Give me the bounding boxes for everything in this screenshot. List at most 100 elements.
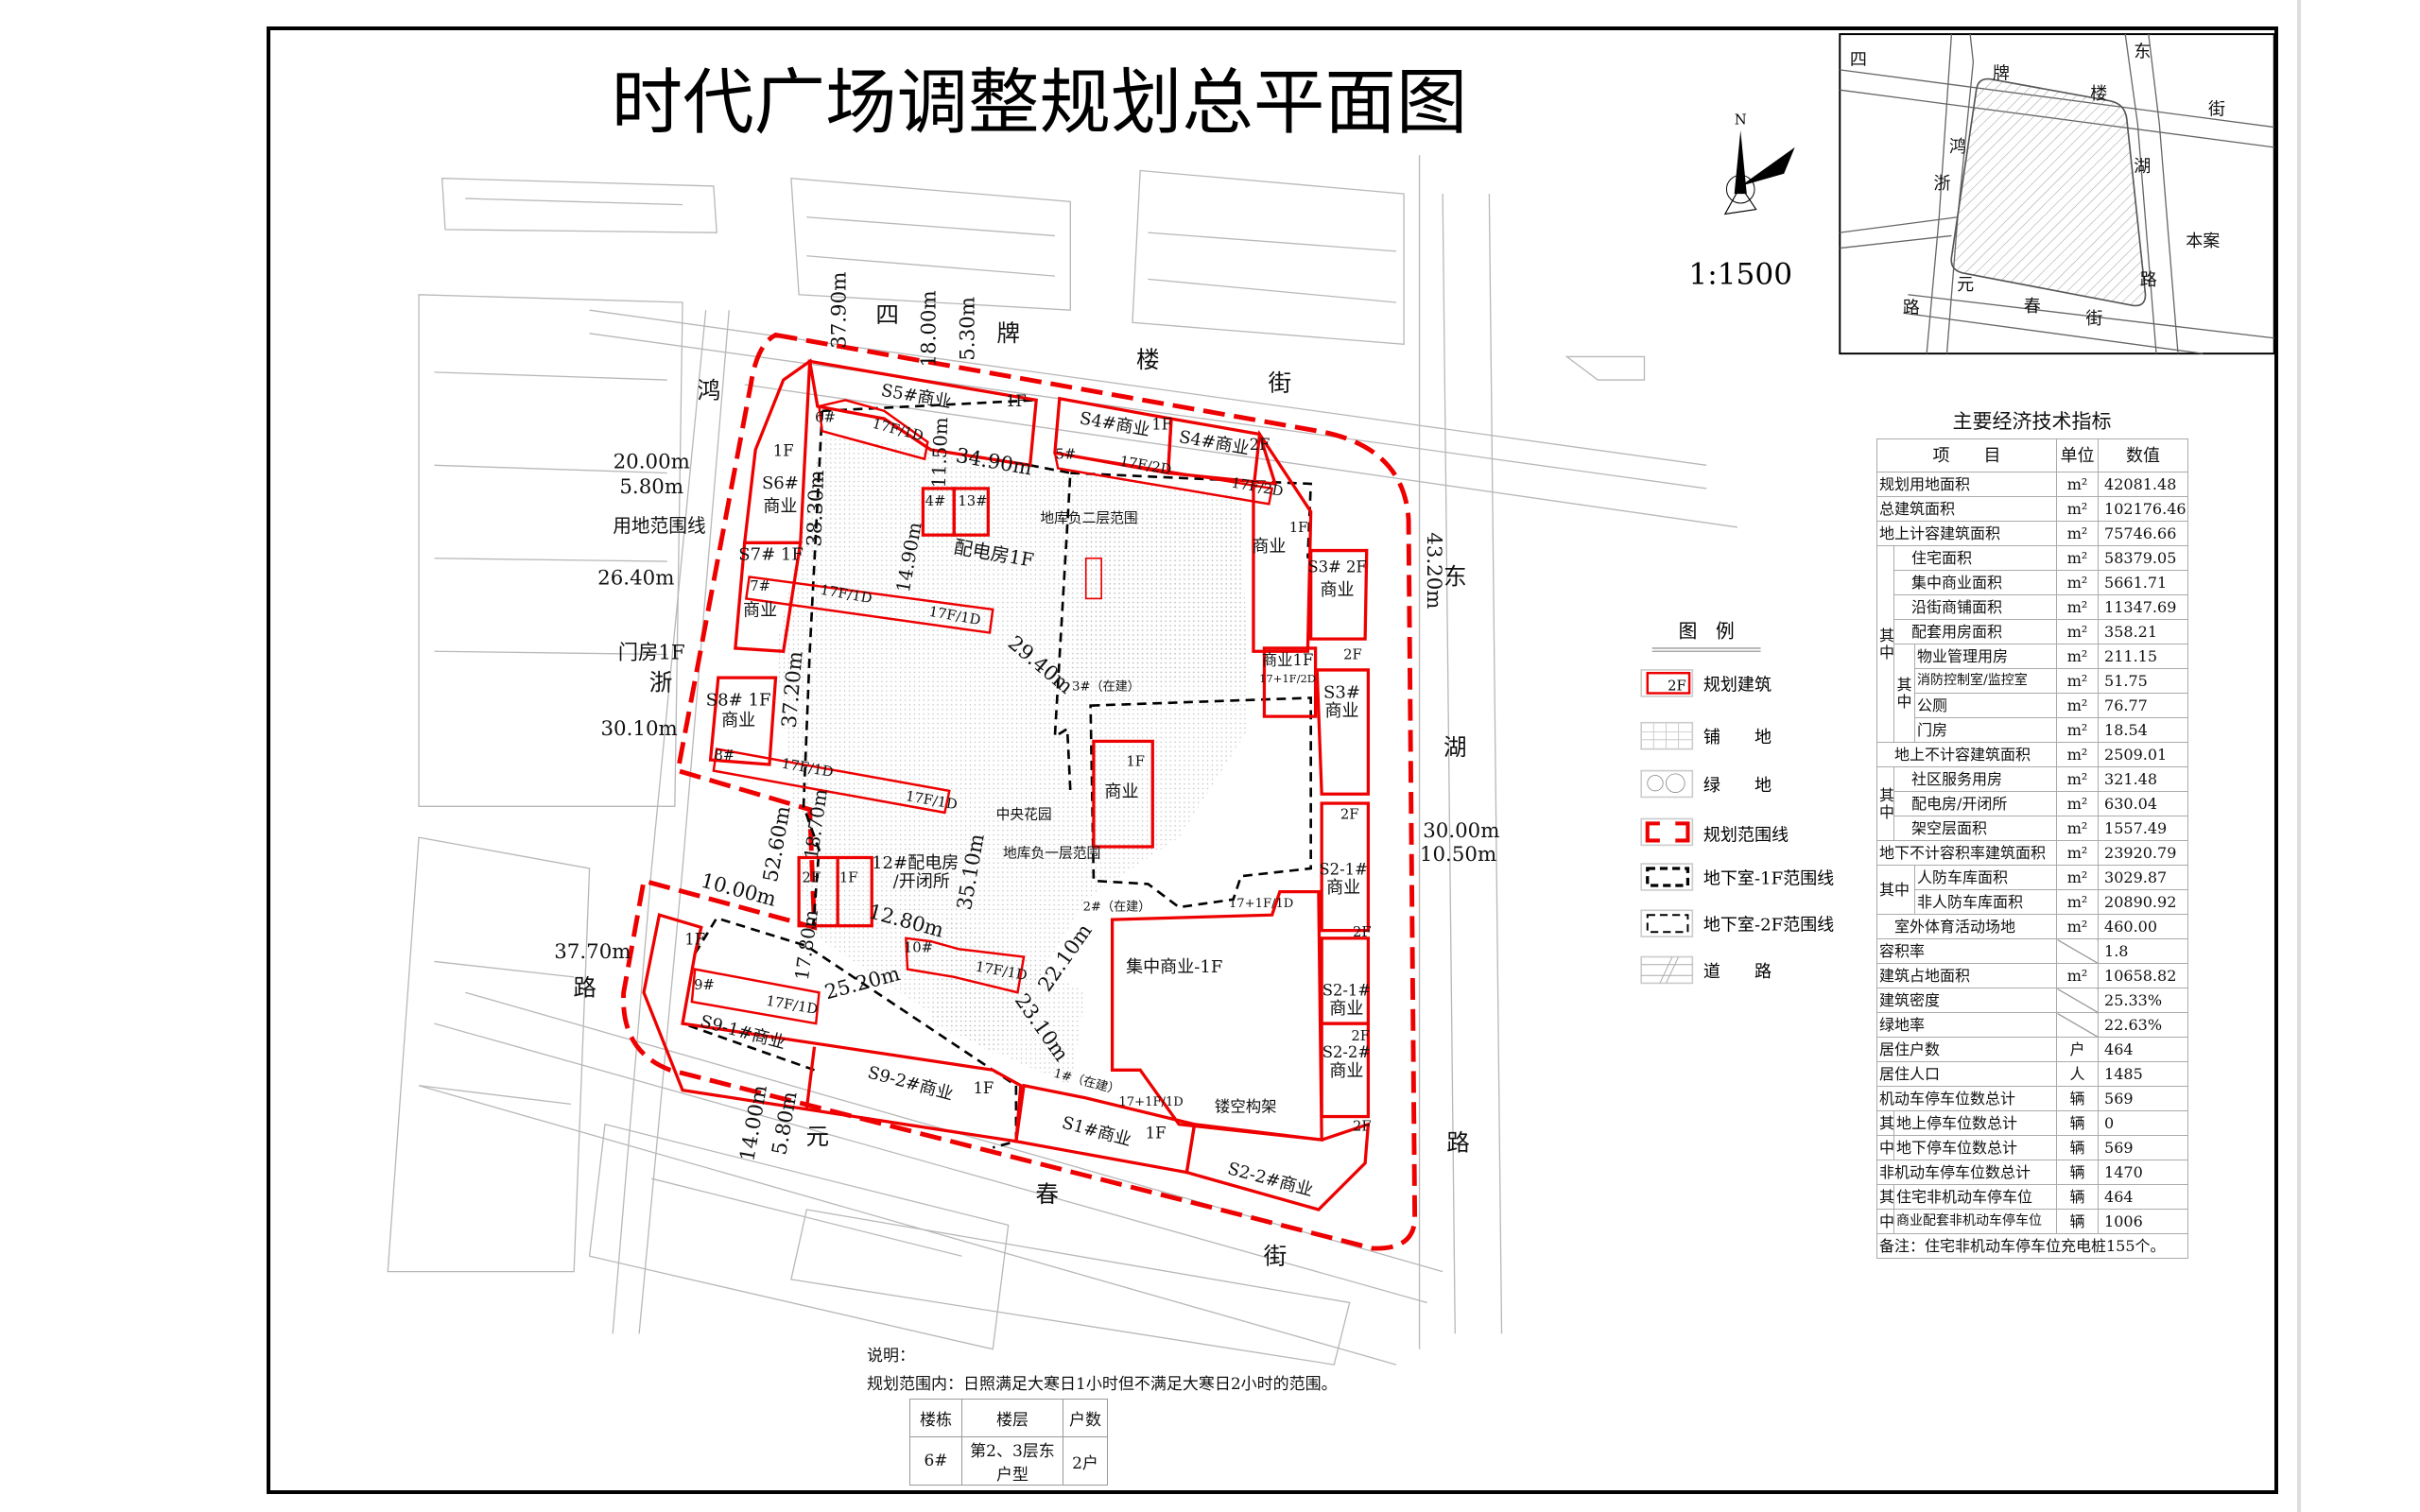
building-label: 12#配电房: [872, 853, 959, 873]
inset-road-label: 浙: [1934, 174, 1951, 194]
building-label: 17F/2D: [1118, 454, 1172, 478]
inset-road-label: 四: [1850, 50, 1867, 70]
plan-annotation: 用地范围线: [613, 515, 705, 537]
row-unit: 辆: [2056, 1184, 2100, 1210]
paving-areas: [775, 434, 1250, 1086]
row-value: 11347.69: [2098, 594, 2189, 620]
building-label: 商业: [721, 711, 755, 730]
row-item: 地下不计容积率建筑面积: [1876, 840, 2058, 866]
building-label: 镂空构架: [1215, 1098, 1277, 1116]
building-label: S3#: [1323, 682, 1360, 702]
north-label: N: [1735, 112, 1747, 128]
group-label: 其中: [1876, 545, 1894, 743]
legend-item-basement-1f: 地下室-1F范围线: [1640, 863, 1834, 891]
row-item: 商业配套非机动车停车位: [1893, 1209, 2058, 1234]
legend-item-planned-building: 2F 规划建筑: [1640, 669, 1772, 697]
plan-annotation: 地库负一层范围: [1003, 845, 1100, 861]
table-row: 6# 第2、3层东户型 2户: [909, 1436, 1108, 1486]
cell-units: 2户: [1063, 1436, 1108, 1486]
road-name-label: 鸿: [698, 377, 721, 404]
table-header-row: 项 目 单位 数值: [1876, 438, 2189, 472]
road-name-label: 东: [1443, 563, 1467, 591]
building-6: [818, 399, 929, 461]
row-item: 物业管理用房: [1913, 644, 2058, 669]
building-label: 9#: [694, 977, 715, 993]
row-value: 1557.49: [2098, 816, 2189, 841]
inset-road-label: 街: [2085, 309, 2102, 329]
row-value: 5661.71: [2098, 570, 2189, 595]
row-unit: m²: [2056, 840, 2100, 866]
cell-floor: 第2、3层东户型: [961, 1436, 1063, 1486]
dimension-label: 5.80m: [768, 1090, 802, 1157]
building-label: /开闭所: [893, 872, 950, 892]
building-7: [744, 576, 994, 634]
inset-road-label: 元: [1957, 275, 1974, 295]
table-header-row: 楼栋 楼层 户数: [909, 1399, 1108, 1437]
row-unit: m²: [2056, 889, 2100, 915]
dimension-label: 43.20m: [1422, 532, 1445, 609]
dimension-label: 14.00m: [735, 1083, 772, 1162]
building-commercial-1f: [1262, 646, 1318, 718]
building-label: 10#: [904, 940, 933, 956]
building-label: 2F: [1353, 1118, 1372, 1134]
building-s8: [708, 676, 778, 766]
road-name-label: 湖: [1443, 733, 1467, 761]
building-label: 1F: [839, 870, 858, 886]
row-item: 住宅面积: [1893, 545, 2058, 571]
row-item: 住宅非机动车停车位: [1893, 1184, 2058, 1210]
row-item: 室外体育活动场地: [1876, 914, 2058, 939]
building-10: [905, 936, 1026, 994]
building-label: 商业: [1252, 537, 1286, 557]
dimension-label: 52.60m: [759, 804, 796, 884]
building-label: S6#: [762, 473, 799, 493]
row-value: 1485: [2098, 1061, 2189, 1087]
row-item: 总建筑面积: [1876, 496, 2058, 522]
row-unit-empty: [2056, 1012, 2100, 1038]
building-label: 商业: [1324, 701, 1358, 721]
header-unit: 单位: [2056, 438, 2100, 472]
building-label: 4#: [925, 493, 946, 509]
row-unit: m²: [2056, 545, 2100, 571]
row-value: 0: [2098, 1110, 2189, 1136]
row-item: 居住户数: [1876, 1037, 2058, 1062]
building-label: 商业1F: [1262, 651, 1314, 669]
project-site-parcel: [1950, 77, 2147, 307]
row-unit: 辆: [2056, 1110, 2100, 1136]
legend-item-green: 绿 地: [1640, 769, 1772, 799]
row-value: 569: [2098, 1135, 2189, 1160]
building-label: 7#: [750, 578, 770, 594]
row-unit: 户: [2056, 1037, 2100, 1062]
row-item: 公厕: [1913, 693, 2058, 718]
building-label: 1F: [773, 441, 794, 459]
building-label: 1F: [1289, 520, 1308, 536]
row-value: 464: [2098, 1184, 2189, 1210]
row-value: 569: [2098, 1086, 2189, 1111]
page-edge: [2297, 0, 2301, 1512]
building-13: [952, 487, 990, 537]
explanation-text: 规划范围内：日照满足大寒日1小时但不满足大寒日2小时的范围。: [867, 1375, 1338, 1394]
road-name-label: 街: [1269, 369, 1292, 397]
building-s3a: [1309, 548, 1369, 641]
building-label: 商业: [1329, 1061, 1363, 1081]
econ-table-title: 主要经济技术指标: [1952, 410, 2112, 433]
row-value: 20890.92: [2098, 889, 2189, 915]
sports-marker: [1084, 557, 1102, 600]
row-value: 76.77: [2098, 693, 2189, 718]
row-value: 358.21: [2098, 619, 2189, 644]
building-label: 17F/1D: [765, 993, 819, 1018]
row-item: 地上不计容建筑面积: [1876, 742, 2058, 767]
dimension-label: 37.90m: [827, 272, 851, 349]
group-label: 中: [1876, 1209, 1894, 1234]
building-east-commercial: [1252, 429, 1313, 653]
